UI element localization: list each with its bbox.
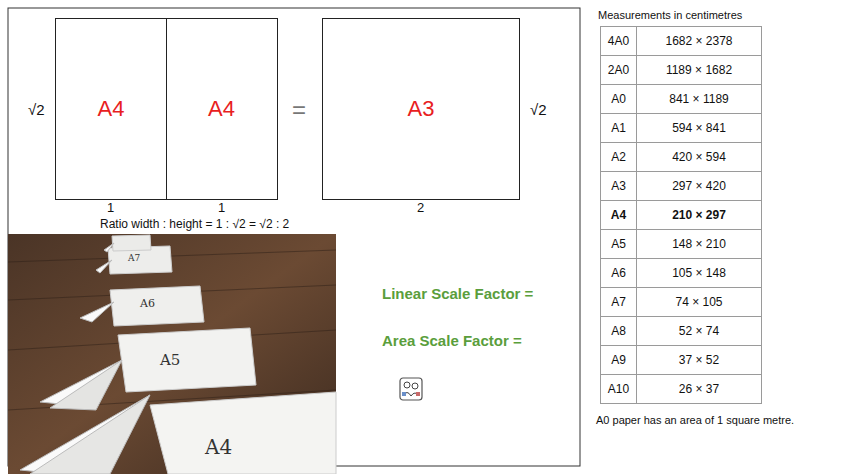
scale-factor-prompt: Linear Scale Factor = [382, 285, 533, 302]
side-length: 2 [417, 201, 424, 216]
photo-label: A7 [128, 253, 140, 263]
photo-label: A6 [140, 298, 155, 311]
people-icon [400, 378, 422, 400]
sheet-size: A4 [208, 96, 235, 122]
table-cell: A5 [600, 229, 637, 259]
table-cell: A1 [600, 113, 637, 143]
side-length: 1 [107, 201, 114, 216]
table-caption: Measurements in centimetres [598, 9, 742, 22]
table-cell: A0 [600, 84, 637, 114]
table-cell: A9 [600, 345, 637, 375]
table-cell: 1189 × 1682 [636, 55, 762, 85]
table-cell: A8 [600, 316, 637, 346]
paper-sheet: A4 [55, 18, 167, 200]
scale-factor-prompt: Area Scale Factor = [382, 332, 522, 349]
table-cell: A7 [600, 287, 637, 317]
equals-sign: = [292, 96, 306, 124]
photo-label: A5 [160, 352, 180, 369]
table-cell: 841 × 1189 [636, 84, 762, 114]
table-cell: 148 × 210 [636, 229, 762, 259]
table-cell: 420 × 594 [636, 142, 762, 172]
area-note: A0 paper has an area of 1 square metre. [596, 414, 794, 427]
table-cell: A4 [600, 200, 637, 230]
table-cell: 4A0 [600, 26, 637, 56]
table-cell: 210 × 297 [636, 200, 762, 230]
table-cell: 37 × 52 [636, 345, 762, 375]
paper-sheet: A3 [322, 18, 520, 200]
table-cell: 52 × 74 [636, 316, 762, 346]
side-length: √2 [530, 101, 547, 118]
table-cell: 105 × 148 [636, 258, 762, 288]
side-length: √2 [28, 101, 45, 118]
table-cell: 1682 × 2378 [636, 26, 762, 56]
table-cell: 297 × 420 [636, 171, 762, 201]
table-cell: 2A0 [600, 55, 637, 85]
side-length: 1 [218, 201, 225, 216]
sheet-size: A4 [98, 96, 125, 122]
paper-planes-photo [8, 234, 336, 474]
ratio-note: Ratio width : height = 1 : √2 = √2 : 2 [100, 218, 289, 232]
table-cell: 594 × 841 [636, 113, 762, 143]
table-cell: 74 × 105 [636, 287, 762, 317]
sheet-size: A3 [408, 96, 435, 122]
table-cell: A3 [600, 171, 637, 201]
photo-label: A4 [205, 436, 232, 459]
paper-sheet: A4 [166, 18, 278, 200]
table-cell: A2 [600, 142, 637, 172]
table-cell: A6 [600, 258, 637, 288]
table-cell: A10 [600, 374, 637, 404]
table-cell: 26 × 37 [636, 374, 762, 404]
